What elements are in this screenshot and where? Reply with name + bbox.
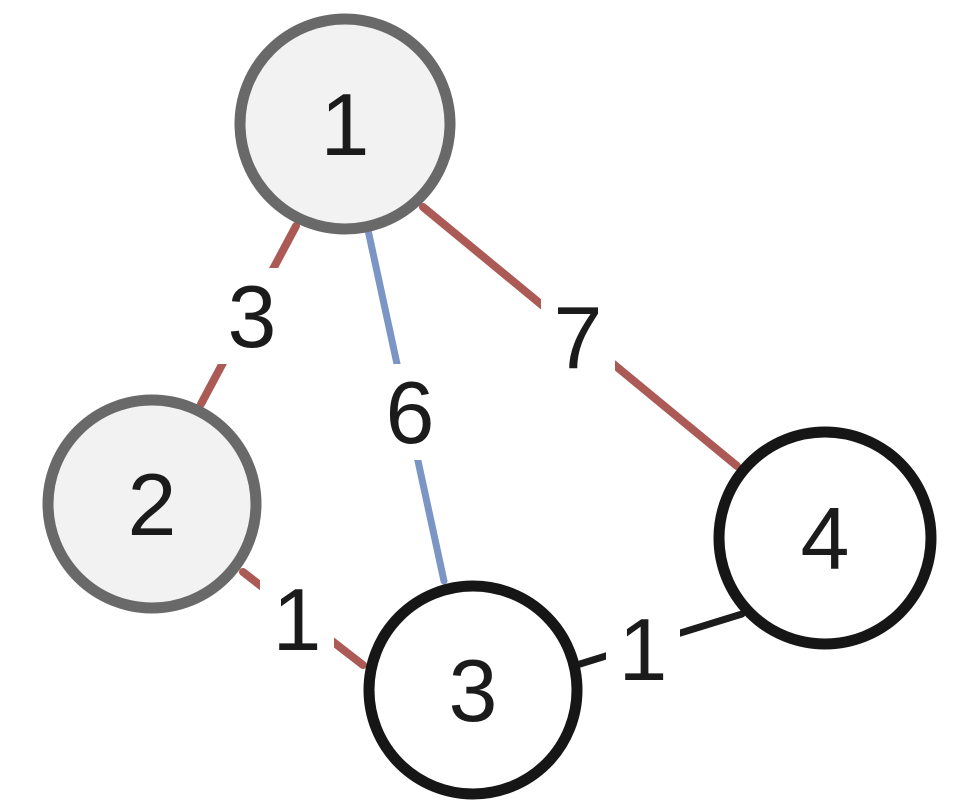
node-label-3: 3 (449, 641, 498, 740)
node-1[interactable]: 1 (234, 13, 456, 235)
node-label-4: 4 (801, 489, 850, 588)
node-label-2: 2 (128, 455, 177, 554)
edge-label-layer: 3 6 7 1 1 (215, 267, 680, 699)
node-circle-3[interactable] (363, 580, 583, 800)
node-circle-1[interactable] (234, 13, 456, 235)
edge-weight-label-1-4: 7 (554, 288, 603, 387)
node-circle-4[interactable] (713, 426, 937, 650)
edge-weight-label-3-4: 1 (619, 600, 668, 699)
node-4[interactable]: 4 (713, 426, 937, 650)
edge-weight-label-1-2: 3 (228, 267, 277, 366)
node-3[interactable]: 3 (363, 580, 583, 800)
edge-label-gap-1-2 (215, 268, 289, 364)
node-2[interactable]: 2 (42, 394, 262, 614)
node-circle-2[interactable] (42, 394, 262, 614)
edge-label-gap-2-3 (260, 571, 334, 667)
edge-label-gap-3-4 (606, 601, 680, 697)
edge-weight-label-2-3: 1 (273, 570, 322, 669)
edge-label-gap-1-3 (373, 364, 447, 460)
edge-label-gap-1-4 (541, 289, 615, 385)
node-label-1: 1 (321, 75, 370, 174)
edge-weight-label-1-3: 6 (386, 363, 435, 462)
